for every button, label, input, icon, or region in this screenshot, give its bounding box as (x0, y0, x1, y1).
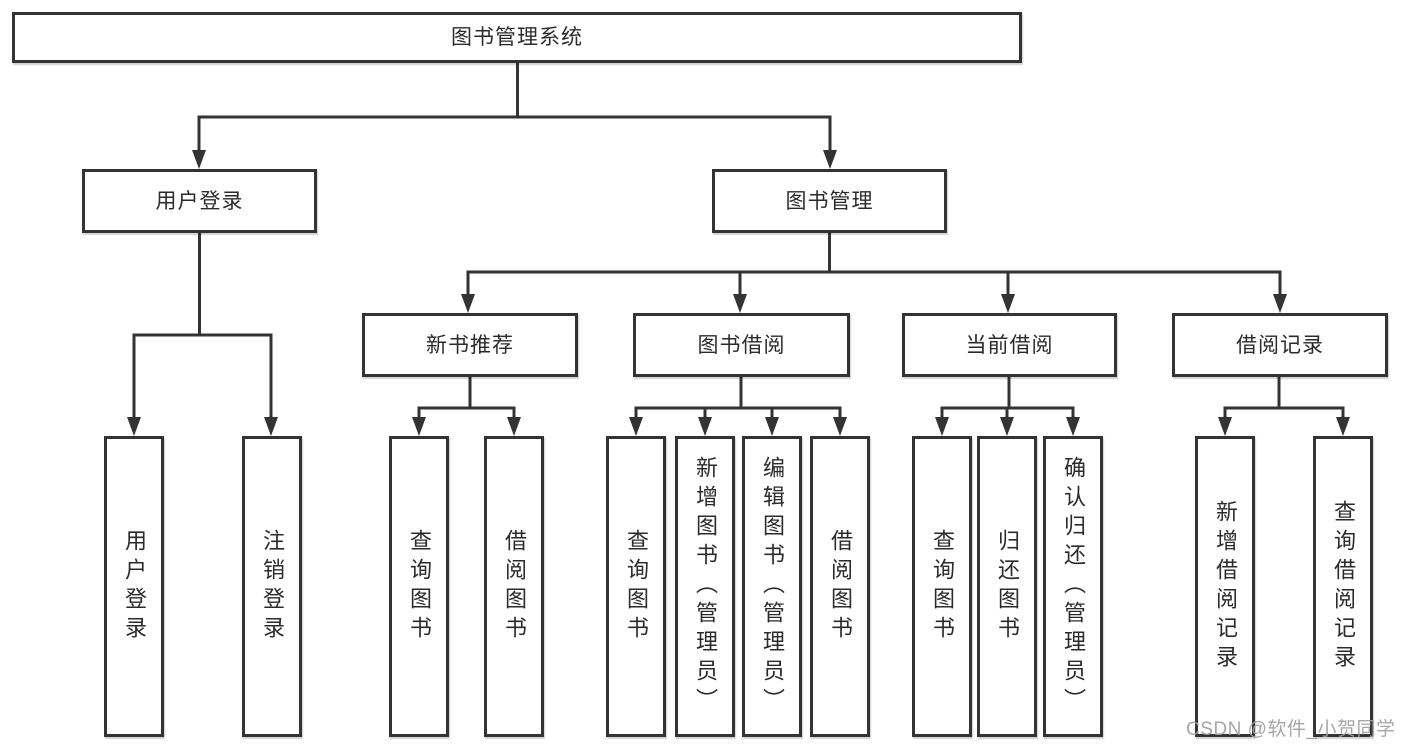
leaf-edit-books-admin: 编辑图书（管理员） (742, 436, 802, 737)
node-book-borrowing: 图书借阅 (633, 313, 850, 377)
leaf-add-borrow-record: 新增借阅记录 (1195, 436, 1255, 737)
leaf-borrow-books-recommend: 借阅图书 (484, 436, 544, 737)
leaf-query-borrow-record: 查询借阅记录 (1313, 436, 1373, 737)
leaf-add-books-admin: 新增图书（管理员） (675, 436, 735, 737)
leaf-query-books-borrow: 查询图书 (606, 436, 666, 737)
leaf-logout: 注销登录 (242, 436, 302, 737)
leaf-query-books-recommend: 查询图书 (389, 436, 449, 737)
arrowheads (127, 150, 1350, 436)
node-book-management: 图书管理 (712, 169, 947, 233)
leaf-confirm-return-admin: 确认归还（管理员） (1043, 436, 1103, 737)
leaf-user-login: 用户登录 (104, 436, 164, 737)
leaf-borrow-books: 借阅图书 (810, 436, 870, 737)
leaf-query-books-current: 查询图书 (912, 436, 972, 737)
csdn-watermark: CSDN @软件_小贺同学 (1186, 719, 1396, 740)
leaf-return-books: 归还图书 (977, 436, 1037, 737)
node-user-login: 用户登录 (82, 169, 317, 233)
node-new-book-recommend: 新书推荐 (362, 313, 578, 377)
node-library-system: 图书管理系统 (12, 12, 1022, 63)
node-borrow-records: 借阅记录 (1172, 313, 1388, 377)
node-current-borrowing: 当前借阅 (902, 313, 1117, 377)
